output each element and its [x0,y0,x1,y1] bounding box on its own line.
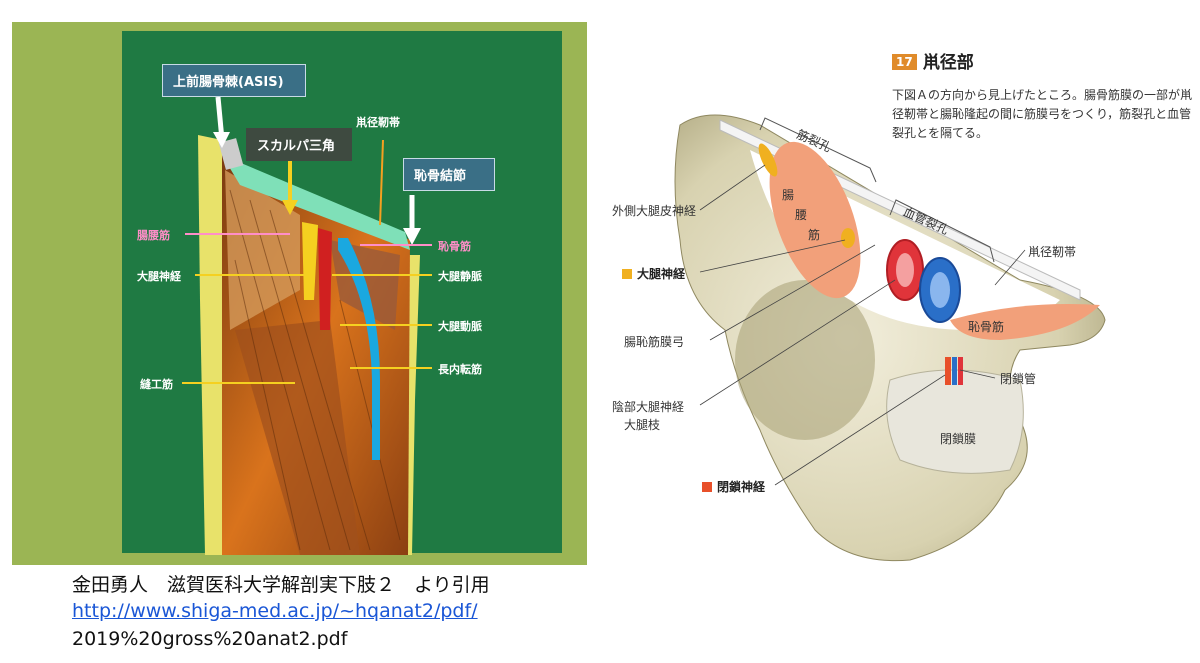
iliopsoas-muscle [225,170,300,330]
inguinal-ligament-band [222,155,410,250]
femoral-branch-label: 大腿枝 [624,418,661,432]
nerve-orange-swatch [702,482,712,492]
vascular-lacuna-bracket [889,199,995,263]
inguinal-ligament-right-label: 鼡径靭帯 [1028,245,1077,259]
adductor-longus-label: 長内転筋 [438,363,482,376]
obturator-membrane-area [886,369,1024,474]
femoral-vein-label: 大腿静脈 [438,270,482,283]
femoral-artery-lumen [896,253,914,287]
pubic-tubercle-label: 恥骨結節 [403,158,495,191]
label-arrows [182,96,432,384]
femoral-nerve-label: 大腿神経 [137,270,181,283]
pectineus-label: 恥骨筋 [438,240,471,253]
sartorius-label: 縫工筋 [140,378,173,391]
iliopsoas-char-2: 腰 [795,208,808,222]
obturator-canal-label: 閉鎖管 [1000,372,1037,386]
femoral-nerve-legend: 大腿神経 [622,265,685,282]
obturator-artery-strip [958,357,963,385]
citation-filename: 2019%20gross%20anat2.pdf [72,628,348,650]
citation-text: 金田勇人 滋賀医科大学解剖実下肢２ より引用 [72,574,490,596]
citation-link[interactable]: http://www.shiga-med.ac.jp/~hqanat2/pdf/ [72,600,478,622]
acetabulum-shadow [735,280,875,440]
femoral-artery-shape [318,228,332,330]
obturator-vein-strip [952,357,957,385]
femoral-triangle-illustration [182,96,432,555]
femoral-artery-label: 大腿動脈 [438,320,482,333]
inguinal-region-illustration [674,114,1106,562]
iliopsoas-char-1: 腸 [782,188,795,202]
scarpa-triangle-label: スカルパ三角 [246,128,352,161]
sartorius-muscle [235,320,360,555]
lateral-cutaneous-nerve-dot [758,143,778,177]
iliopsoas-label: 腸腰筋 [137,229,170,242]
femoral-nerve-dot [841,228,855,248]
genitofemoral-nerve-label: 陰部大腿神経 [612,400,685,414]
obturator-membrane-label: 閉鎖膜 [940,432,977,446]
obturator-nerve-strip [945,357,951,385]
femoral-nerve-legend-text: 大腿神経 [637,267,686,281]
left-skin-edge [198,135,226,555]
iliopsoas-in-lacuna [769,141,861,299]
lateral-femoral-cutaneous-nerve-label: 外側大腿皮神経 [612,204,697,218]
iliopsoas-char-3: 筋 [808,228,821,242]
muscle-fibers [229,189,401,551]
asis-bone [218,138,244,170]
obturator-nerve-legend: 閉鎖神経 [702,478,765,495]
section-heading: 17 鼡径部 [892,48,974,73]
section-title: 鼡径部 [922,53,974,73]
section-description: 下図Ａの方向から見上げたところ。腸骨筋膜の一部が鼡径靭帯と腸恥隆起の間に筋膜弓を… [892,88,1193,140]
nerve-yellow-swatch [622,269,632,279]
femoral-vein-shape [338,238,380,460]
obturator-nerve-legend-text: 閉鎖神経 [717,480,766,494]
asis-label: 上前腸骨棘(ASIS) [162,64,306,97]
pectineus-in-region [950,304,1100,340]
inguinal-ligament-label: 鼡径靭帯 [356,116,400,129]
muscular-lacuna-bracket [759,117,877,183]
femoral-nerve-shape [302,222,318,300]
pectineus-right-label: 恥骨筋 [968,320,1005,334]
femoral-vein-lumen [930,272,950,308]
iliopectineal-arch-label: 腸恥筋膜弓 [624,335,685,349]
section-number-badge: 17 [892,54,917,70]
leader-lines [699,164,1026,486]
